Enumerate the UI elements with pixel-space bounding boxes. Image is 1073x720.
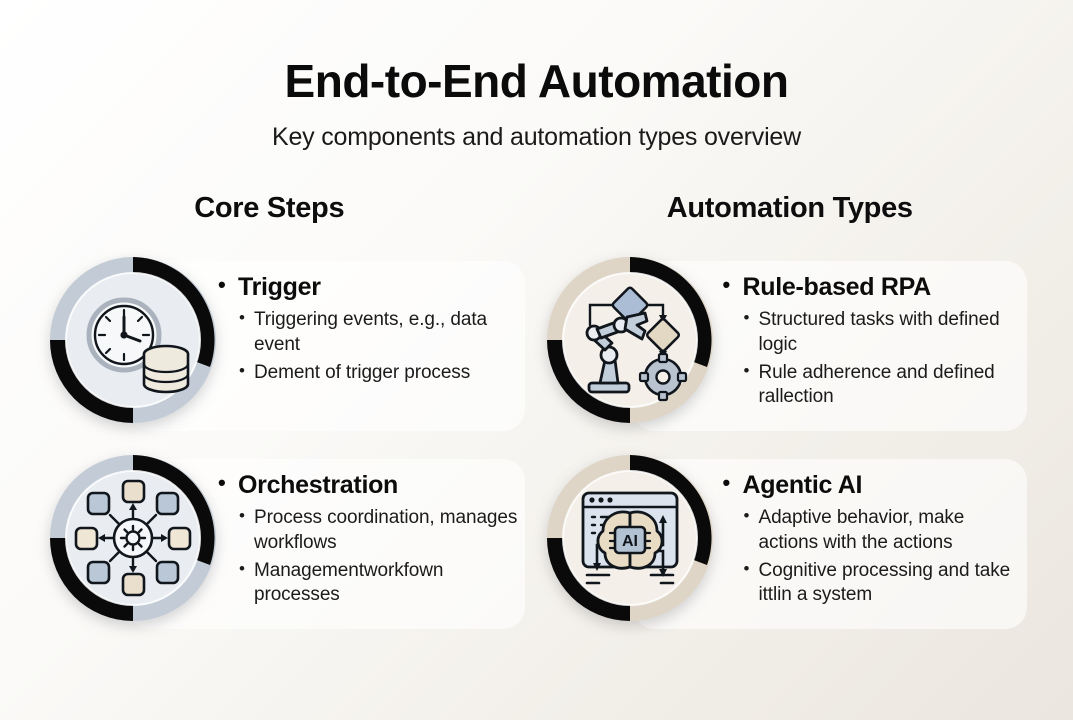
card-bullet: Dement of trigger process: [239, 360, 519, 385]
card-bullet: Adaptive behavior, make actions with the…: [744, 505, 1016, 555]
card-rule-based-rpa[interactable]: Rule-based RPA Structured tasks with def…: [537, 255, 1034, 437]
card-title: Rule-based RPA: [723, 272, 1016, 302]
orchestration-hub-icon: [48, 453, 218, 623]
card-bullet: Rule adherence and defined rallection: [744, 360, 1016, 410]
card-bullets: Process coordination, manages workflows …: [218, 505, 519, 608]
column-heading-automation-types: Automation Types: [666, 191, 913, 224]
column-automation-types: Automation Types: [537, 192, 1034, 651]
card-list-automation-types: Rule-based RPA Structured tasks with def…: [537, 255, 1034, 635]
card-bullet: Process coordination, manages workflows: [239, 505, 519, 555]
robot-arm-flowchart-icon: [545, 255, 715, 425]
card-list-core-steps: Trigger Triggering events, e.g., data ev…: [40, 255, 537, 635]
card-title: Trigger: [218, 272, 519, 302]
column-heading-core-steps: Core Steps: [194, 191, 345, 224]
card-text: Orchestration Process coordination, mana…: [218, 470, 519, 612]
page-subtitle: Key components and automation types over…: [271, 122, 801, 151]
card-title: Orchestration: [218, 470, 519, 500]
ai-brain-browser-icon: AI: [545, 453, 715, 623]
card-text: Rule-based RPA Structured tasks with def…: [723, 272, 1016, 414]
card-agentic-ai[interactable]: AI Agentic AI Adaptive behavior, make ac…: [537, 453, 1034, 635]
columns-container: Core Steps: [0, 192, 1073, 651]
svg-text:AI: AI: [622, 533, 638, 550]
card-bullets: Structured tasks with defined logic Rule…: [723, 307, 1016, 410]
card-text: Trigger Triggering events, e.g., data ev…: [218, 272, 519, 390]
card-bullets: Adaptive behavior, make actions with the…: [723, 505, 1016, 608]
card-orchestration[interactable]: Orchestration Process coordination, mana…: [40, 453, 537, 635]
page-title: End-to-End Automation: [284, 55, 789, 107]
card-bullet: Cognitive processing and take ittlin a s…: [744, 558, 1016, 608]
card-bullet: Triggering events, e.g., data event: [239, 307, 519, 357]
card-trigger[interactable]: Trigger Triggering events, e.g., data ev…: [40, 255, 537, 437]
clock-database-icon: [48, 255, 218, 425]
card-text: Agentic AI Adaptive behavior, make actio…: [723, 470, 1016, 612]
card-bullet: Managementworkfown processes: [239, 558, 519, 608]
column-core-steps: Core Steps: [40, 192, 537, 651]
card-bullet: Structured tasks with defined logic: [744, 307, 1016, 357]
page-header: End-to-End Automation Key components and…: [0, 0, 1073, 152]
card-bullets: Triggering events, e.g., data event Deme…: [218, 307, 519, 385]
card-title: Agentic AI: [723, 470, 1016, 500]
